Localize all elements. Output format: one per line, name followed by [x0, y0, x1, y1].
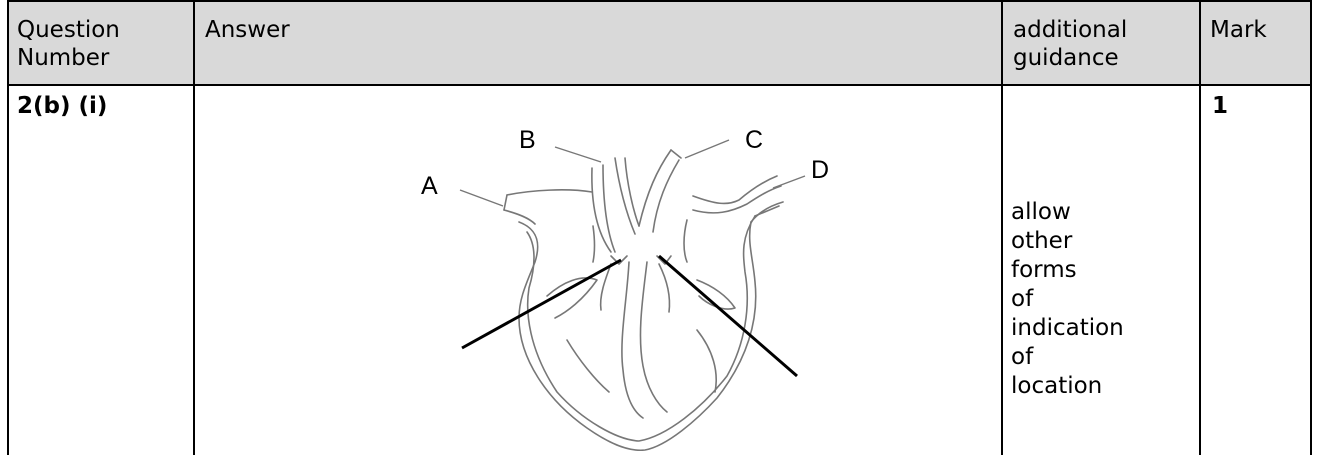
guidance-line: of — [1011, 343, 1101, 372]
heart-diagram: A B C D — [377, 120, 837, 455]
header-divider — [7, 84, 1312, 86]
table-border-right — [1310, 0, 1312, 455]
mark-scheme-table: Question Number Answer additional guidan… — [7, 0, 1312, 455]
answer-line-left — [462, 260, 621, 348]
header-question-number: Question Number — [17, 16, 120, 72]
header-mark: Mark — [1210, 16, 1267, 44]
guidance-line: location — [1011, 372, 1101, 401]
column-divider — [1199, 0, 1201, 455]
guidance-line: indication — [1011, 314, 1101, 343]
guidance-line: other — [1011, 227, 1101, 256]
guidance-line: forms of — [1011, 256, 1101, 314]
label-c: C — [745, 126, 763, 154]
answer-line-right — [659, 256, 797, 376]
label-a: A — [421, 172, 438, 200]
column-divider — [193, 0, 195, 455]
header-answer: Answer — [205, 16, 290, 44]
header-question-line-1: Question — [17, 16, 120, 44]
table-border-top — [7, 0, 1312, 2]
label-d: D — [811, 156, 829, 184]
table-border-left — [7, 0, 9, 455]
guidance-line: allow — [1011, 198, 1101, 227]
additional-guidance-text: allow other forms of indication of locat… — [1011, 198, 1101, 401]
header-additional-guidance: additional guidance — [1013, 16, 1127, 72]
header-guidance-line-2: guidance — [1013, 44, 1127, 72]
header-guidance-line-1: additional — [1013, 16, 1127, 44]
label-b: B — [519, 126, 536, 154]
question-number: 2(b) (i) — [17, 92, 107, 120]
header-question-line-2: Number — [17, 44, 120, 72]
mark-value: 1 — [1212, 92, 1228, 120]
column-divider — [1001, 0, 1003, 455]
